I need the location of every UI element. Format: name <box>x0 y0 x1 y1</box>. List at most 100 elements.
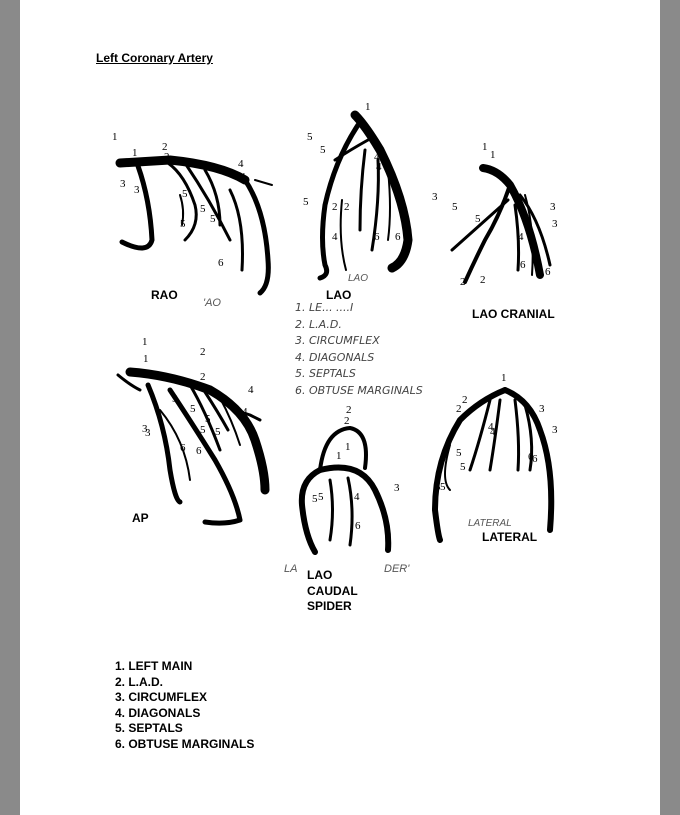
lao-diagram <box>317 110 413 281</box>
legend-middle-item: 4. DIAGONALS <box>295 350 375 364</box>
label-ap: AP <box>132 511 149 525</box>
legend-bottom: 1. LEFT MAIN 2. L.A.D. 3. CIRCUMFLEX 4. … <box>115 659 254 753</box>
svg-text:4: 4 <box>490 426 496 438</box>
svg-text:6: 6 <box>528 451 534 463</box>
svg-text:3: 3 <box>539 403 545 415</box>
label-lao-caudal-spider: LAO CAUDAL SPIDER <box>307 568 358 615</box>
svg-text:3: 3 <box>145 427 151 439</box>
svg-text:4: 4 <box>374 151 380 163</box>
ap-diagram <box>116 367 270 526</box>
svg-text:1: 1 <box>501 372 507 384</box>
label-rao: RAO <box>151 288 178 302</box>
svg-text:1: 1 <box>482 141 488 153</box>
svg-text:5: 5 <box>190 403 196 415</box>
svg-text:1: 1 <box>490 149 496 161</box>
label-lao-faded: LAO <box>348 273 369 284</box>
svg-text:1: 1 <box>142 336 148 348</box>
svg-text:5: 5 <box>200 424 206 436</box>
svg-text:2: 2 <box>344 415 350 427</box>
svg-text:5: 5 <box>182 188 188 200</box>
svg-text:3: 3 <box>432 191 438 203</box>
svg-text:2: 2 <box>164 151 170 163</box>
svg-text:2: 2 <box>200 371 206 383</box>
svg-text:5: 5 <box>440 481 446 493</box>
svg-text:3: 3 <box>120 178 126 190</box>
legend-middle-item: 1. LE... ....I <box>295 301 354 314</box>
svg-text:3: 3 <box>394 482 400 494</box>
svg-text:5: 5 <box>180 218 186 230</box>
legend-item-diagonals: 4. DIAGONALS <box>115 705 201 720</box>
label-rao-faded: 'AO <box>203 297 221 309</box>
label-spider-line-3: SPIDER <box>307 599 352 613</box>
legend-item-left-main: 1. LEFT MAIN <box>115 659 193 673</box>
svg-text:5: 5 <box>303 196 309 208</box>
svg-text:5: 5 <box>456 447 462 459</box>
page-title: Left Coronary Artery <box>96 51 213 65</box>
label-lao: LAO <box>326 288 352 302</box>
lateral-diagram <box>432 387 555 543</box>
coronary-diagrams: 11 22 44 33 55 55 6 155 44 522 466 3 11 … <box>112 101 558 555</box>
svg-text:1: 1 <box>143 353 149 365</box>
svg-text:2: 2 <box>162 141 168 153</box>
document-page: Left Coronary Artery <box>20 0 660 815</box>
svg-text:3: 3 <box>134 184 140 196</box>
svg-text:6: 6 <box>395 231 401 243</box>
lao-caudal-spider-diagram <box>298 426 392 555</box>
svg-text:6: 6 <box>520 259 526 271</box>
svg-text:5: 5 <box>200 203 206 215</box>
label-lateral-faded: LATERAL <box>468 518 512 529</box>
label-spider-faded-left: LA <box>284 563 298 575</box>
svg-text:4: 4 <box>488 421 494 433</box>
svg-text:1: 1 <box>365 101 371 113</box>
svg-text:4: 4 <box>238 158 244 170</box>
svg-text:5: 5 <box>312 493 318 505</box>
svg-text:4: 4 <box>242 406 248 418</box>
svg-text:6: 6 <box>180 442 186 454</box>
label-lao-cranial: LAO CRANIAL <box>472 307 555 321</box>
legend-middle: 1. LE... ....I 2. L.A.D. 3. CIRCUMFLEX 4… <box>295 300 423 399</box>
svg-text:5: 5 <box>307 131 313 143</box>
svg-text:6: 6 <box>218 257 224 269</box>
svg-text:4: 4 <box>248 384 254 396</box>
svg-text:6: 6 <box>374 231 380 243</box>
legend-middle-item: 3. CIRCUMFLEX <box>295 334 380 347</box>
legend-middle-item: 5. SEPTALS <box>295 367 356 380</box>
label-spider-line-2: CAUDAL <box>307 583 358 598</box>
svg-text:5: 5 <box>215 426 221 438</box>
svg-text:1: 1 <box>132 147 138 159</box>
svg-text:5: 5 <box>205 413 211 425</box>
svg-text:6: 6 <box>545 266 551 278</box>
legend-item-obtuse-marginals: 6. OBTUSE MARGINALS <box>115 736 255 751</box>
svg-text:2: 2 <box>344 201 350 213</box>
svg-text:3: 3 <box>552 424 558 436</box>
label-lateral: LATERAL <box>482 530 538 544</box>
rao-diagram <box>115 155 273 296</box>
svg-text:1: 1 <box>112 131 118 143</box>
svg-text:3: 3 <box>142 423 148 435</box>
legend-item-lad: 2. L.A.D. <box>115 674 164 689</box>
svg-text:6: 6 <box>355 520 361 532</box>
label-spider-line-1: LAO <box>307 568 333 582</box>
svg-text:5: 5 <box>475 213 481 225</box>
svg-text:4: 4 <box>518 231 524 243</box>
svg-text:4: 4 <box>240 171 246 183</box>
svg-text:4: 4 <box>376 161 382 173</box>
svg-text:2: 2 <box>460 276 466 288</box>
legend-middle-item: 6. OBTUSE MARGINALS <box>295 383 423 397</box>
svg-text:5: 5 <box>210 213 216 225</box>
svg-text:5: 5 <box>172 393 178 405</box>
svg-text:5: 5 <box>452 201 458 213</box>
svg-text:4: 4 <box>332 231 338 243</box>
label-spider-faded-right: DER' <box>384 563 410 575</box>
svg-text:1: 1 <box>345 441 351 453</box>
legend-item-circumflex: 3. CIRCUMFLEX <box>115 690 208 705</box>
svg-text:5: 5 <box>460 461 466 473</box>
svg-text:2: 2 <box>200 346 206 358</box>
svg-text:1: 1 <box>336 450 342 462</box>
legend-middle-item: 2. L.A.D. <box>295 317 342 331</box>
svg-text:4: 4 <box>354 491 360 503</box>
svg-text:6: 6 <box>532 453 538 465</box>
svg-text:5: 5 <box>318 491 324 503</box>
svg-text:3: 3 <box>552 218 558 230</box>
